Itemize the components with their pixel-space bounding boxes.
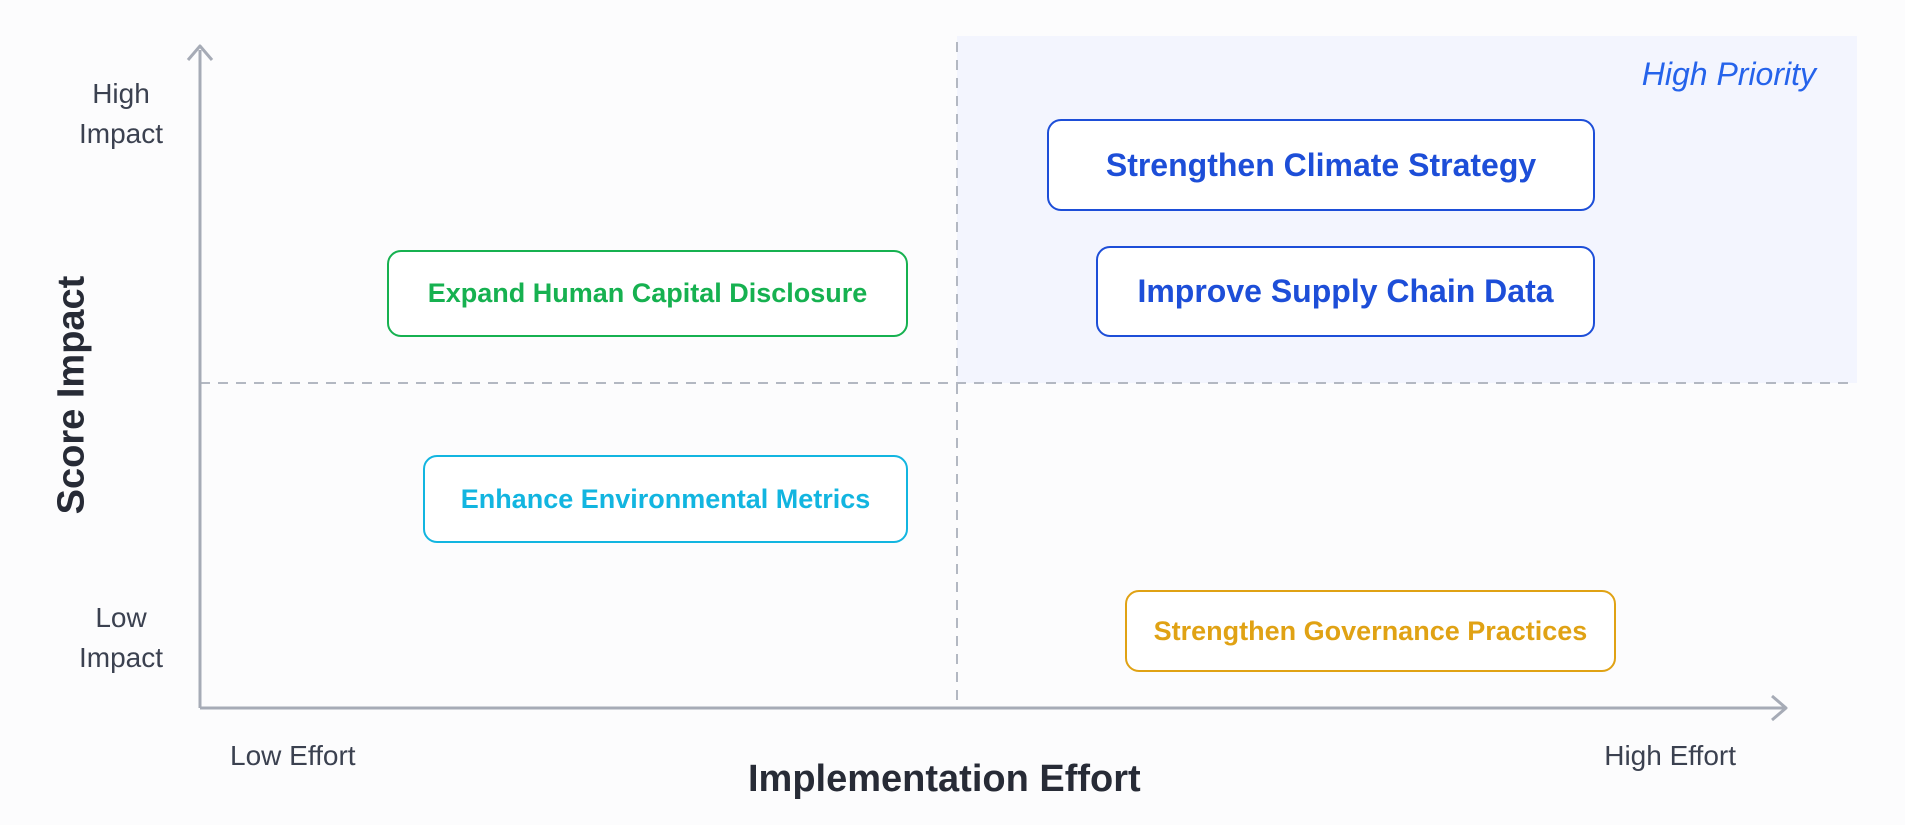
high-priority-label: High Priority [1641,56,1816,92]
initiative-card-environmental-metrics[interactable]: Enhance Environmental Metrics [423,455,908,543]
initiative-card-governance[interactable]: Strengthen Governance Practices [1125,590,1616,672]
initiative-card-climate-strategy[interactable]: Strengthen Climate Strategy [1047,119,1595,211]
y-high-impact-label: High Impact [78,78,164,149]
initiative-card-human-capital[interactable]: Expand Human Capital Disclosure [387,250,908,337]
x-axis-arrow [1771,694,1788,722]
x-low-effort-label: Low Effort [230,740,356,771]
x-high-effort-label: High Effort [1604,740,1736,771]
x-axis-title: Implementation Effort [748,758,1141,800]
y-axis-arrow [186,44,214,61]
y-low-impact-label: Low Impact [78,602,164,673]
y-axis-title: Score Impact [50,275,93,515]
initiative-card-supply-chain[interactable]: Improve Supply Chain Data [1096,246,1595,337]
